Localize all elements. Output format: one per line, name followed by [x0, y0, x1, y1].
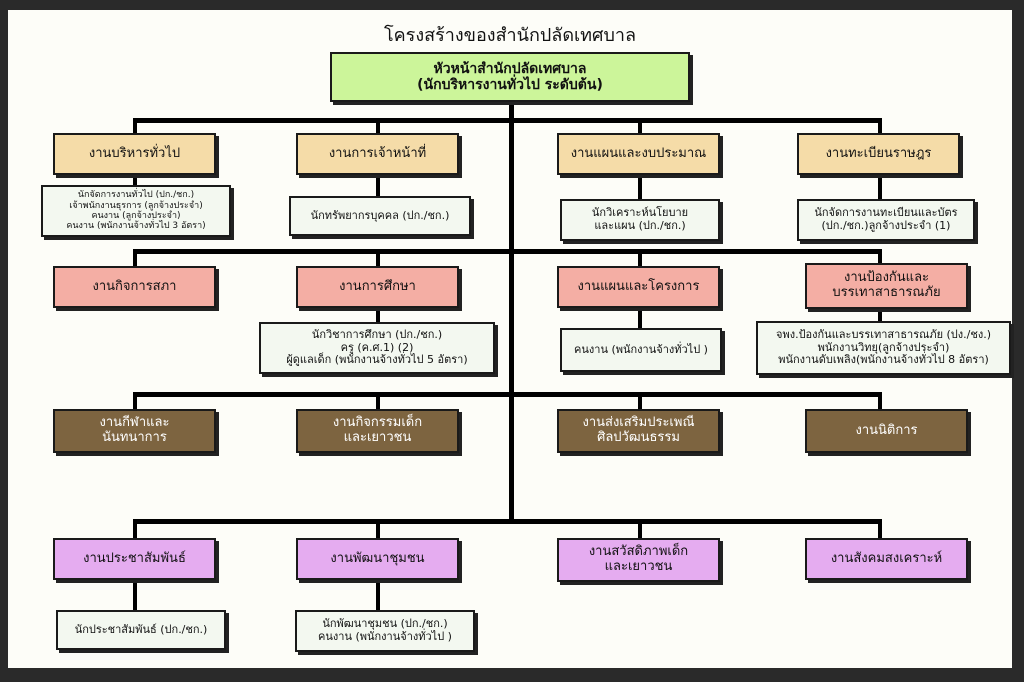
- staff-line: นักพัฒนาชุมชน (ปก./ชก.): [322, 617, 448, 631]
- unit-label: ศิลปวัฒนธรรม: [597, 430, 680, 445]
- unit-legal-affairs: งานนิติการ: [805, 409, 968, 453]
- unit-label: งานสวัสดิภาพเด็ก: [588, 544, 689, 560]
- staff-education: นักวิชาการศึกษา (ปก./ชก.) ครู (ค.ศ.1) (2…: [259, 322, 495, 374]
- head-line1: หัวหน้าสำนักปลัดเทศบาล: [433, 60, 587, 77]
- unit-label: งานส่งเสริมประเพณี: [582, 415, 695, 431]
- staff-line: จพง.ป้องกันและบรรเทาสาธารณภัย (ปง./ชง.): [776, 328, 991, 342]
- staff-line: (ปก./ชก.)ลูกจ้างประจำ (1): [821, 219, 951, 232]
- staff-line: นักวิเคราะห์นโยบาย: [591, 206, 689, 220]
- connector-trunk: [509, 104, 514, 524]
- unit-council-affairs: งานกิจการสภา: [53, 266, 216, 308]
- unit-personnel: งานการเจ้าหน้าที่: [296, 133, 459, 175]
- unit-label: งานป้องกันและ: [843, 270, 930, 286]
- unit-plan-budget: งานแผนและงบประมาณ: [557, 133, 720, 175]
- unit-label: และเยาวชน: [343, 430, 412, 445]
- staff-personnel: นักทรัพยากรบุคคล (ปก./ชก.): [289, 196, 471, 236]
- unit-label: งานกิจกรรมเด็ก: [332, 415, 423, 431]
- staff-line: นักประชาสัมพันธ์ (ปก./ชก.): [74, 622, 208, 636]
- unit-education: งานการศึกษา: [296, 266, 459, 308]
- connector-bar-row2: [133, 249, 882, 254]
- connector-bar-row1: [133, 118, 882, 123]
- connector-drop: [878, 392, 882, 414]
- staff-community-development: นักพัฒนาชุมชน (ปก./ชก.) คนงาน (พนักงานจ้…: [295, 610, 475, 652]
- staff-line: พนักงานวิทยุ(ลูกจ้างประจำ): [817, 340, 950, 354]
- staff-line: เจ้าพนักงานธุรการ (ลูกจ้างประจำ): [69, 200, 203, 211]
- unit-sports-recreation: งานกีฬาและ นันทนาการ: [53, 409, 216, 453]
- staff-line: นักวิชาการศึกษา (ปก./ชก.): [311, 328, 443, 342]
- unit-label: บรรเทาสาธารณภัย: [832, 285, 941, 300]
- unit-child-youth-activities: งานกิจกรรมเด็ก และเยาวชน: [296, 409, 459, 453]
- staff-line: นักจัดการงานทะเบียนและบัตร: [814, 206, 958, 220]
- unit-label: งานกีฬาและ: [99, 415, 170, 431]
- staff-plan-project: คนงาน (พนักงานจ้างทั่วไป ): [560, 328, 722, 372]
- connector-drop: [638, 392, 642, 414]
- staff-line: คนงาน (พนักงานจ้างทั่วไป ): [318, 630, 452, 643]
- staff-line: คนงาน (พนักงานจ้างทั่วไป 3 อัตรา): [66, 221, 206, 232]
- unit-social-welfare: งานสังคมสงเคราะห์: [805, 538, 968, 580]
- staff-line: คนงาน (ลูกจ้างประจำ): [91, 211, 181, 221]
- unit-culture-tradition: งานส่งเสริมประเพณี ศิลปวัฒนธรรม: [557, 409, 720, 453]
- staff-line: คนงาน (พนักงานจ้างทั่วไป ): [574, 342, 708, 356]
- staff-line: พนักงานดับเพลิง(พนักงานจ้างทั่วไป 8 อัตร…: [778, 353, 989, 367]
- staff-line: ผู้ดูแลเด็ก (พนักงานจ้างทั่วไป 5 อัตรา): [286, 353, 468, 367]
- connector-drop: [133, 118, 137, 238]
- connector-drop: [133, 392, 137, 414]
- connector-drop: [376, 392, 380, 414]
- unit-label: และเยาวชน: [604, 559, 673, 574]
- connector-drop: [133, 249, 137, 271]
- staff-line: ครู (ค.ศ.1) (2): [340, 340, 414, 354]
- head-line2: (นักบริหารงานทั่วไป ระดับต้น): [417, 77, 603, 93]
- staff-plan-budget: นักวิเคราะห์นโยบาย และแผน (ปก./ชก.): [560, 199, 720, 241]
- unit-public-relations: งานประชาสัมพันธ์: [53, 538, 216, 580]
- connector-drop: [638, 519, 642, 541]
- unit-label: นันทนาการ: [102, 430, 167, 445]
- connector-bar-row3: [133, 392, 882, 397]
- unit-civil-registration: งานทะเบียนราษฎร: [797, 133, 960, 175]
- unit-general-admin: งานบริหารทั่วไป: [53, 133, 216, 175]
- staff-line: นักทรัพยากรบุคคล (ปก./ชก.): [310, 208, 450, 222]
- staff-line: นักจัดการงานทั่วไป (ปก./ชก.): [77, 190, 195, 201]
- connector-drop: [878, 519, 882, 541]
- staff-disaster-prevention: จพง.ป้องกันและบรรเทาสาธารณภัย (ปง./ชง.) …: [756, 321, 1011, 375]
- unit-child-youth-welfare: งานสวัสดิภาพเด็ก และเยาวชน: [557, 538, 720, 582]
- head-box: หัวหน้าสำนักปลัดเทศบาล (นักบริหารงานทั่ว…: [330, 52, 690, 102]
- unit-disaster-prevention: งานป้องกันและ บรรเทาสาธารณภัย: [805, 263, 968, 309]
- diagram-title: โครงสร้างของสำนักปลัดเทศบาล: [383, 25, 637, 46]
- staff-line: และแผน (ปก./ชก.): [594, 219, 686, 232]
- connector-bar-row4: [133, 519, 882, 524]
- unit-community-development: งานพัฒนาชุมชน: [296, 538, 459, 580]
- staff-general-admin: นักจัดการงานทั่วไป (ปก./ชก.) เจ้าพนักงาน…: [41, 185, 231, 237]
- unit-plan-project: งานแผนและโครงการ: [557, 266, 720, 308]
- staff-civil-registration: นักจัดการงานทะเบียนและบัตร (ปก./ชก.)ลูกจ…: [797, 199, 975, 241]
- staff-public-relations: นักประชาสัมพันธ์ (ปก./ชก.): [56, 610, 226, 650]
